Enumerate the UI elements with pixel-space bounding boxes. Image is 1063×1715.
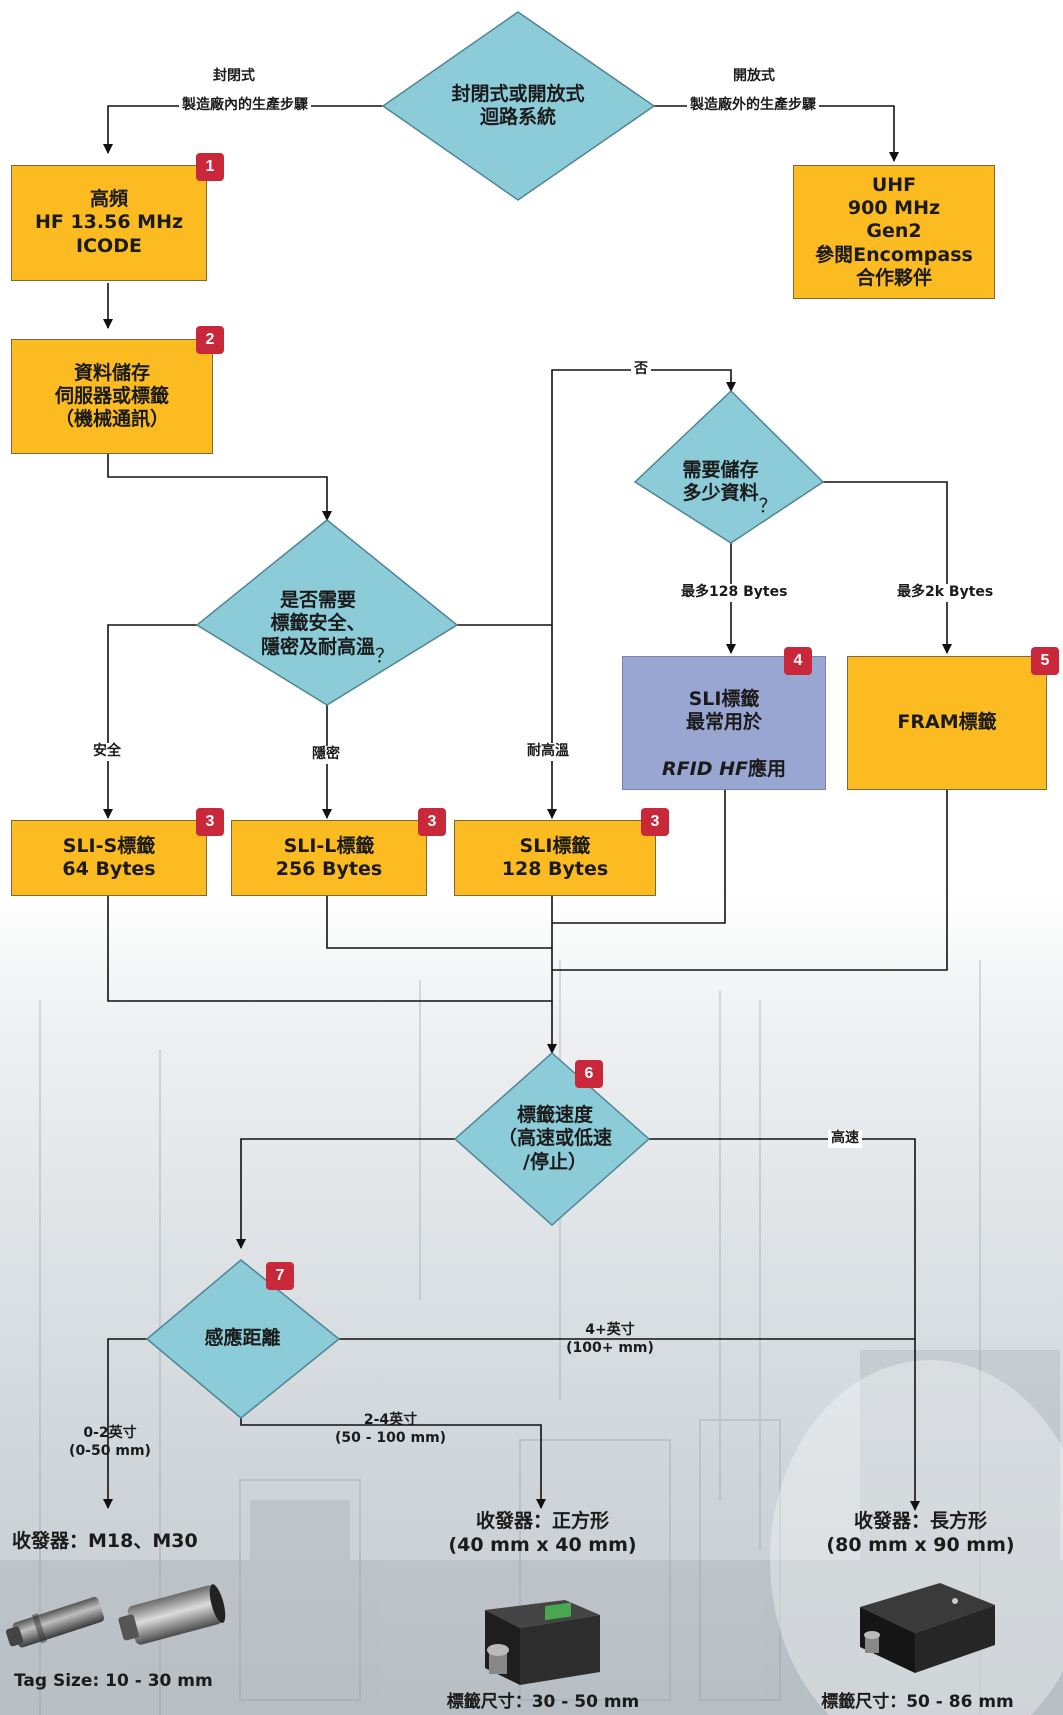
step-badge-1: 1 [196, 153, 224, 181]
sli-rfid-line1: SLI標籤 最常用於 [685, 688, 762, 734]
range-decision-text: 感應距離 [204, 1327, 281, 1350]
max-2k-label: 最多2k Bytes [894, 584, 997, 602]
safe-label: 安全 [90, 743, 124, 761]
closed-label: 封閉式 [213, 68, 255, 84]
sli-box: SLI標籤 128 Bytes [454, 820, 656, 896]
rect-output: 收發器：長方形 (80 mm x 90 mm) [826, 1510, 1015, 1556]
security-decision-main: 是否需要 標籤安全、 隱密及耐高溫 [260, 589, 375, 658]
memory-question-mark: ？ [758, 494, 778, 517]
range-2-label: 2-4英寸 (50 - 100 mm) [334, 1412, 447, 1446]
max-128-label: 最多128 Bytes [678, 584, 791, 602]
security-decision-text: 是否需要 標籤安全、 隱密及耐高溫？ [220, 578, 435, 670]
sli-rfid-line3: 應用 [747, 757, 786, 780]
high-speed-label: 高速 [828, 1130, 862, 1148]
sli-l-box: SLI-L標籤 256 Bytes [231, 820, 427, 896]
square-output: 收發器：正方形 (40 mm x 40 mm) [448, 1510, 637, 1556]
heat-label: 耐高溫 [524, 743, 572, 761]
step-badge-5: 5 [1031, 647, 1059, 675]
range-0-label: 0-2英寸 (0-50 mm) [69, 1425, 151, 1459]
memory-diamond [633, 389, 825, 544]
decision-diamonds [145, 11, 825, 1419]
step-badge-3a: 3 [196, 808, 224, 836]
sli-s-box: SLI-S標籤 64 Bytes [11, 820, 207, 896]
memory-decision-main: 需要儲存 多少資料 [682, 458, 759, 504]
no-label: 否 [631, 361, 651, 379]
m18-sensor-image [5, 1584, 226, 1648]
security-diamond [195, 519, 459, 706]
m18-output: 收發器：M18、M30 [12, 1530, 198, 1552]
hidden-label: 隱密 [309, 746, 343, 764]
speed-diamond [453, 1051, 651, 1227]
speed-decision-text: 標籤速度 （高速或低速 /停止） [497, 1104, 612, 1173]
hf-box: 高頻 HF 13.56 MHz ICODE [11, 165, 207, 281]
storage-box: 資料儲存 伺服器或標籤 （機械通訊） [11, 339, 213, 454]
memory-decision-text: 需要儲存 多少資料？ [645, 440, 815, 524]
step-badge-7: 7 [266, 1262, 294, 1290]
sli-rfid-line2: RFID HF [662, 757, 748, 780]
step-badge-2: 2 [196, 326, 224, 354]
step-badge-6: 6 [575, 1060, 603, 1088]
square-tag-size: 標籤尺寸：30 - 50 mm [446, 1692, 640, 1712]
step-badge-3c: 3 [641, 808, 669, 836]
open-label: 開放式 [733, 68, 775, 84]
uhf-box: UHF 900 MHz Gen2 參閱Encompass 合作夥伴 [793, 165, 995, 299]
range-diamond [145, 1259, 341, 1419]
open-sub-label: 製造廠外的生產步驟 [687, 97, 819, 115]
loop-decision-text: 封閉式或開放式 迴路系統 [451, 82, 585, 128]
step-badge-3b: 3 [418, 808, 446, 836]
rect-tag-size: 標籤尺寸：50 - 86 mm [821, 1692, 1014, 1712]
security-question-mark: ？ [375, 644, 395, 667]
closed-sub-label: 製造廠內的生產步驟 [179, 97, 311, 115]
small-tag-size: Tag Size: 10 - 30 mm [14, 1671, 213, 1691]
sli-rfid-box: SLI標籤 最常用於 RFID HF應用 [622, 656, 826, 790]
range-4-label: 4+英寸 (100+ mm) [566, 1322, 654, 1356]
fram-box: FRAM標籤 [847, 656, 1047, 790]
rect-transceiver-image [860, 1583, 995, 1673]
loop-diamond [381, 11, 656, 201]
step-badge-4: 4 [784, 647, 812, 675]
sli-rfid-text: SLI標籤 最常用於 RFID HF應用 [662, 665, 786, 781]
square-transceiver-image [485, 1600, 600, 1685]
